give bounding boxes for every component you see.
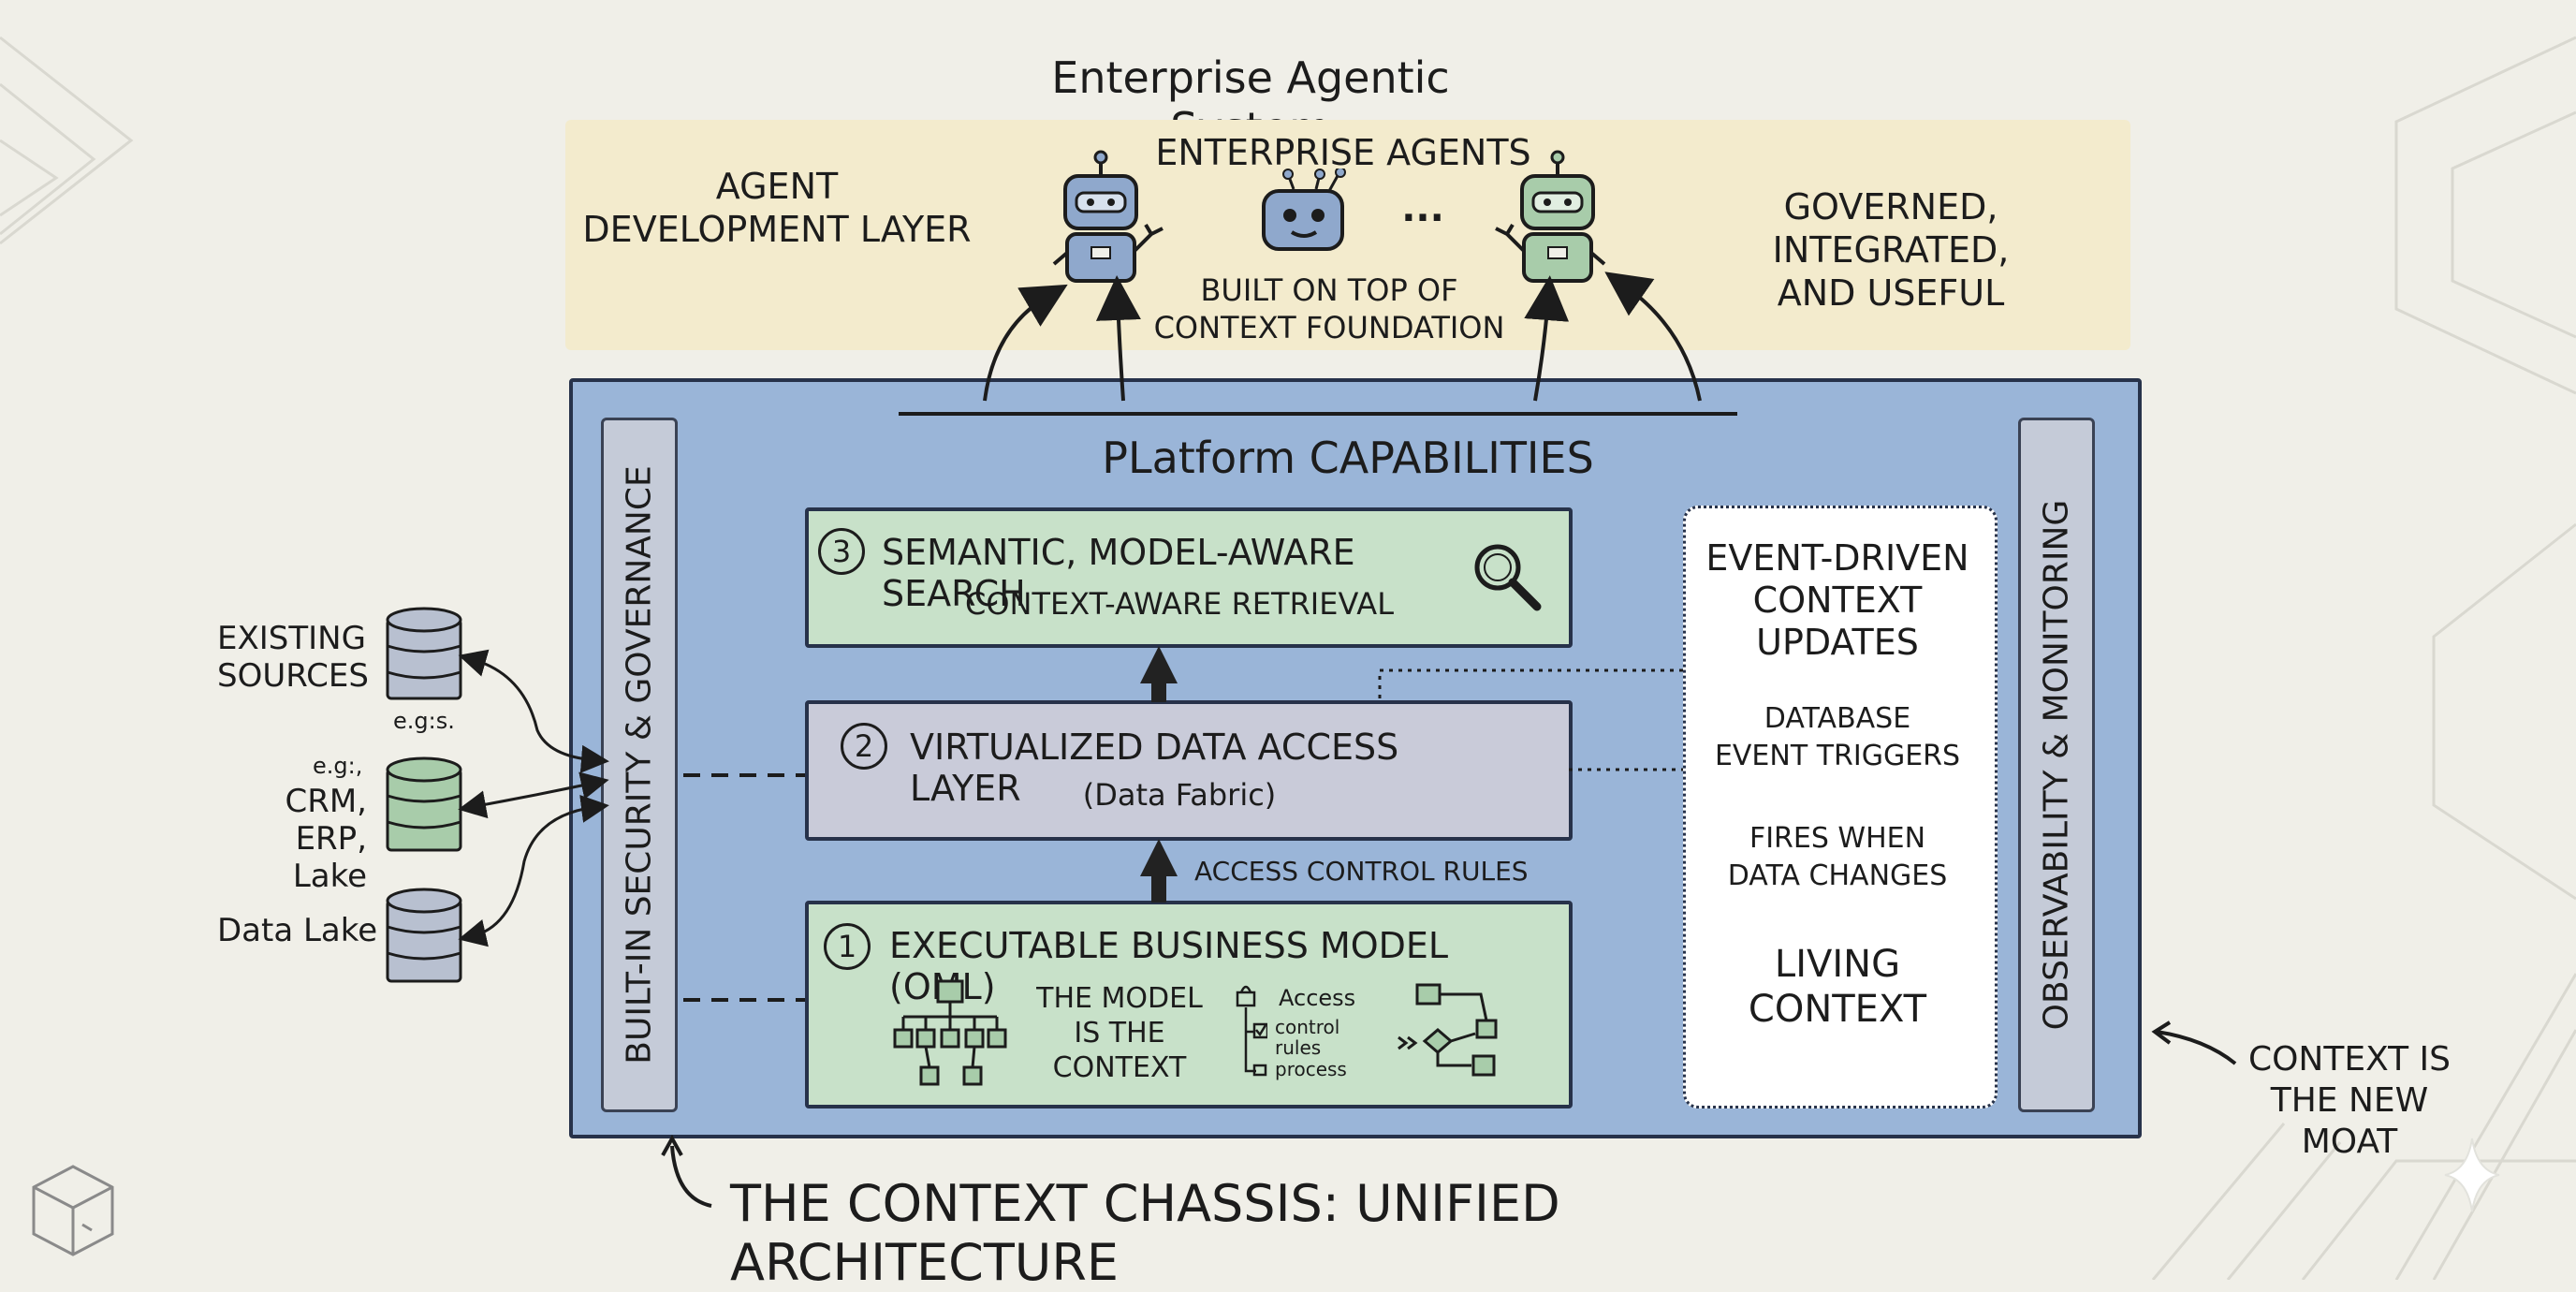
agent-development-band xyxy=(565,120,2130,350)
crm-erp-label: CRM, ERP, Lake xyxy=(285,783,367,895)
semantic-search-layer xyxy=(805,507,1573,648)
observability-monitoring-bar: OBSERVABILITY & MONITORING xyxy=(2018,418,2095,1112)
access-control-rules-label: ACCESS CONTROL RULES xyxy=(1194,856,1529,887)
process-flow-icon xyxy=(1398,983,1498,1077)
checklist-control-rules: control rules xyxy=(1275,1016,1340,1059)
platform-heading: PLatform CAPABILITIES xyxy=(1102,433,1594,483)
data-access-layer xyxy=(805,700,1573,841)
magnifier-icon xyxy=(1474,544,1542,611)
layer3-title: SEMANTIC, MODEL-AWARE SEARCH xyxy=(882,532,1355,614)
event-driven-heading: EVENT-DRIVEN CONTEXT UPDATES xyxy=(1705,537,1969,663)
governed-label: GOVERNED, INTEGRATED, AND USEFUL xyxy=(1772,186,2010,314)
existing-sources-label: EXISTING SOURCES xyxy=(217,620,369,695)
data-lake-label: Data Lake xyxy=(217,912,378,949)
layer2-title: VIRTUALIZED DATA ACCESS LAYER xyxy=(910,727,1399,809)
agents-ellipsis: ... xyxy=(1401,187,1444,230)
enterprise-agents-heading: ENTERPRISE AGENTS xyxy=(1155,132,1531,173)
robot-agent-icon xyxy=(1495,150,1606,283)
layer3-number: 3 xyxy=(818,528,865,575)
layer2-subtitle: (Data Fabric) xyxy=(1082,777,1277,813)
database-triggers-text: DATABASE EVENT TRIGGERS xyxy=(1714,702,1961,772)
hierarchy-tree-icon xyxy=(893,979,1007,1086)
chassis-pointer-arrow xyxy=(661,1134,712,1208)
access-checklist-icon xyxy=(1236,985,1267,1077)
moat-pointer-arrow xyxy=(2151,1020,2237,1065)
layer3-subtitle: CONTEXT-AWARE RETRIEVAL xyxy=(964,586,1395,622)
agent-layer-label: AGENT DEVELOPMENT LAYER xyxy=(582,166,972,250)
eg-label-1: e.g:s. xyxy=(393,708,455,734)
model-is-context-text: THE MODEL IS THE CONTEXT xyxy=(1036,982,1203,1084)
fires-when-text: FIRES WHEN DATA CHANGES xyxy=(1727,822,1948,892)
event-driven-updates-panel xyxy=(1683,506,1998,1108)
layer1-number: 1 xyxy=(824,923,871,970)
checklist-process: process xyxy=(1275,1058,1347,1080)
sparkle-watermark-icon xyxy=(2444,1138,2500,1212)
eg-label-2: e.g:, xyxy=(313,753,363,779)
layer2-number: 2 xyxy=(841,723,887,770)
checklist-access: Access xyxy=(1279,985,1356,1011)
chassis-caption: THE CONTEXT CHASSIS: UNIFIED ARCHITECTUR… xyxy=(730,1174,1560,1292)
cube-logo-icon xyxy=(32,1165,114,1256)
living-context-text: LIVING CONTEXT xyxy=(1748,943,1927,1031)
moat-caption: CONTEXT IS THE NEW MOAT xyxy=(2247,1040,2452,1161)
robot-agent-icon xyxy=(1262,169,1346,251)
agents-subtitle: BUILT ON TOP OF CONTEXT FOUNDATION xyxy=(1153,272,1505,345)
robot-agent-icon xyxy=(1052,150,1164,283)
